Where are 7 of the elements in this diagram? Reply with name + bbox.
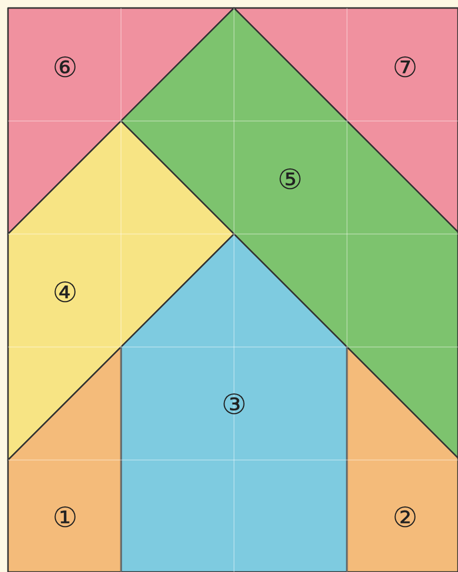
piece-number: ⑤	[277, 166, 303, 194]
piece-number: ⑥	[52, 54, 78, 82]
piece-number: ⑦	[392, 54, 418, 82]
piece-number: ②	[392, 504, 418, 532]
piece-number: ①	[52, 504, 78, 532]
piece-number: ④	[52, 279, 78, 307]
piece-number: ③	[221, 391, 247, 419]
